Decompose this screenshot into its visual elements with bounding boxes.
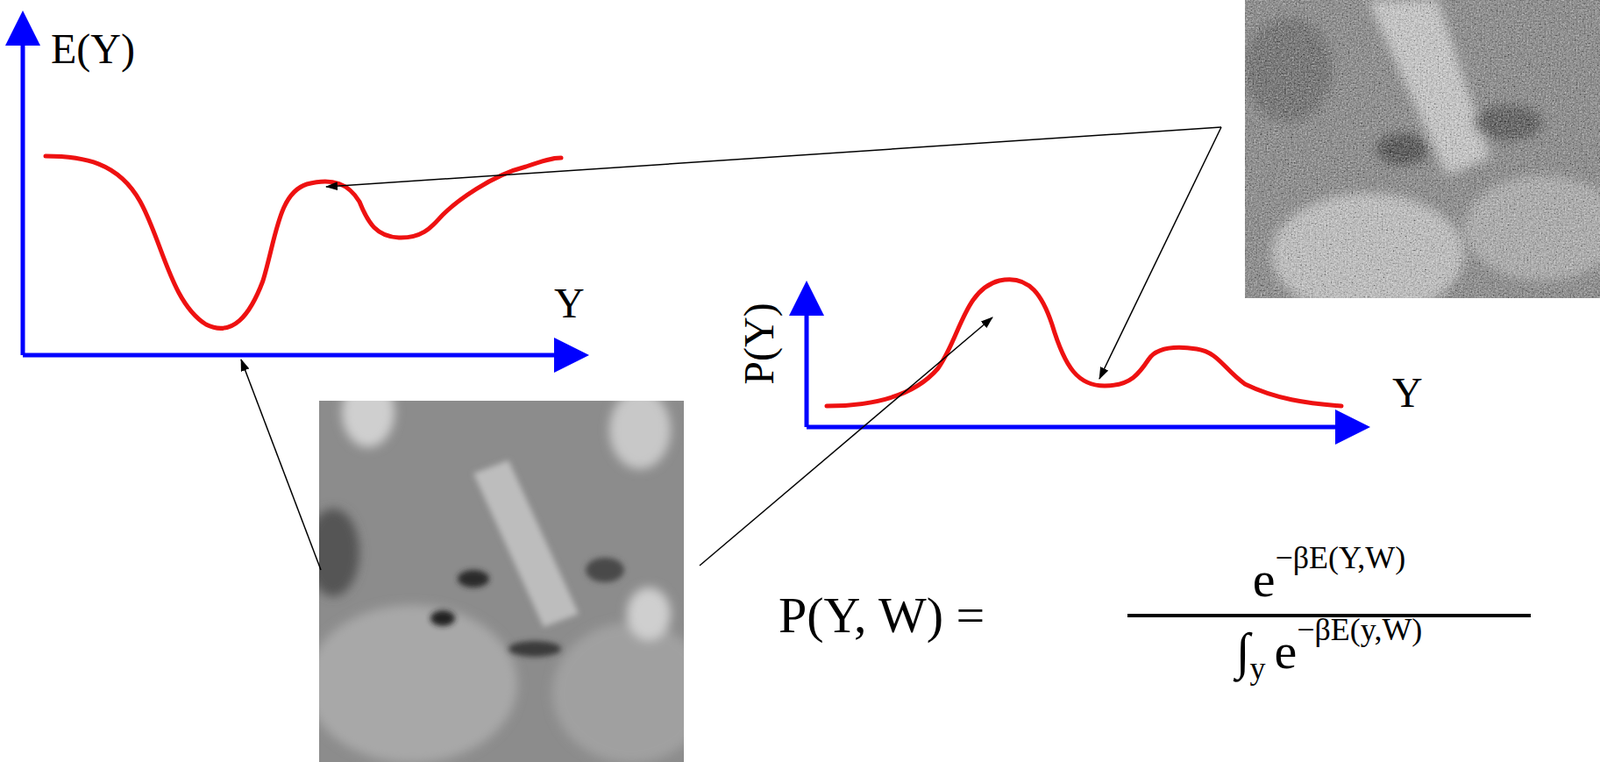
fraction: e−βE(Y,W) ∫ye−βE(y,W) (1127, 554, 1531, 677)
exponent: −βE(y,W) (1296, 614, 1423, 647)
energy-axes (22, 19, 581, 356)
formula-lhs: P(Y, W) = (778, 590, 985, 641)
exponent: −βE(Y,W) (1275, 542, 1407, 575)
probability-curve (826, 279, 1342, 406)
denoised-image (319, 400, 684, 762)
numerator: e−βE(Y,W) (1252, 554, 1406, 605)
integral-variable: y (1250, 653, 1266, 685)
leader-lines (241, 127, 1222, 570)
denominator: ∫ye−βE(y,W) (1236, 625, 1423, 677)
axis-label: P(Y) (738, 302, 781, 384)
exp-base: e (1252, 554, 1276, 605)
axis-label: Y (1392, 371, 1423, 414)
energy-curve (45, 156, 562, 328)
integral-sign: ∫ (1236, 625, 1251, 677)
noisy-image (1244, 0, 1600, 299)
exp-base: e (1274, 625, 1298, 677)
axis-label: E(Y) (50, 28, 136, 71)
probability-axes (806, 289, 1362, 427)
axis-label: Y (554, 282, 585, 325)
